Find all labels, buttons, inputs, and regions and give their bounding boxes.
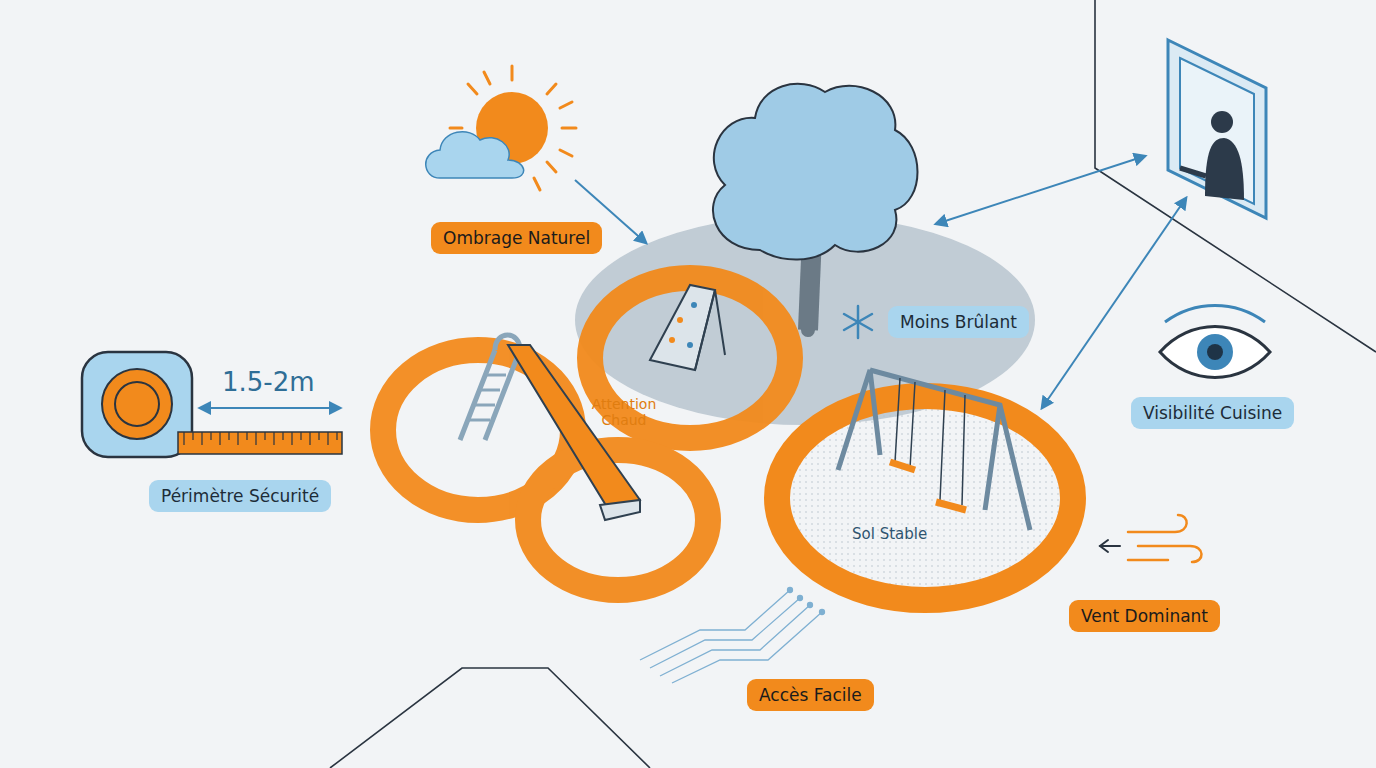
tag-text: Ombrage Naturel bbox=[443, 228, 590, 248]
heat-tag: Moins Brûlant bbox=[888, 306, 1029, 338]
access-path bbox=[640, 588, 825, 684]
safety-rings bbox=[383, 278, 790, 590]
shade-tag: Ombrage Naturel bbox=[431, 222, 602, 254]
dimension: 1.5-2m bbox=[222, 368, 315, 398]
tag-text: Vent Dominant bbox=[1081, 606, 1208, 626]
perimeter-tag: Périmètre Sécurité bbox=[149, 480, 331, 512]
sun-icon bbox=[426, 66, 576, 190]
tag-text: Périmètre Sécurité bbox=[161, 486, 319, 506]
eye-icon bbox=[1160, 306, 1270, 378]
climbing-wall bbox=[650, 285, 725, 370]
snowflake-icon bbox=[844, 306, 872, 338]
wind-tag: Vent Dominant bbox=[1069, 600, 1220, 632]
tag-text: Visibilité Cuisine bbox=[1143, 403, 1282, 423]
tag-text: Moins Brûlant bbox=[900, 312, 1017, 332]
warning-note: Attention Chaud bbox=[579, 396, 669, 428]
tag-text: Accès Facile bbox=[759, 685, 862, 705]
tape-measure bbox=[82, 352, 342, 457]
ground-note: Sol Stable bbox=[852, 526, 927, 543]
visibility-tag: Visibilité Cuisine bbox=[1131, 397, 1294, 429]
tree bbox=[713, 84, 918, 330]
swing-set bbox=[838, 370, 1030, 530]
kitchen-window bbox=[1168, 40, 1266, 218]
wind-icon bbox=[1100, 515, 1202, 562]
access-tag: Accès Facile bbox=[747, 679, 874, 711]
